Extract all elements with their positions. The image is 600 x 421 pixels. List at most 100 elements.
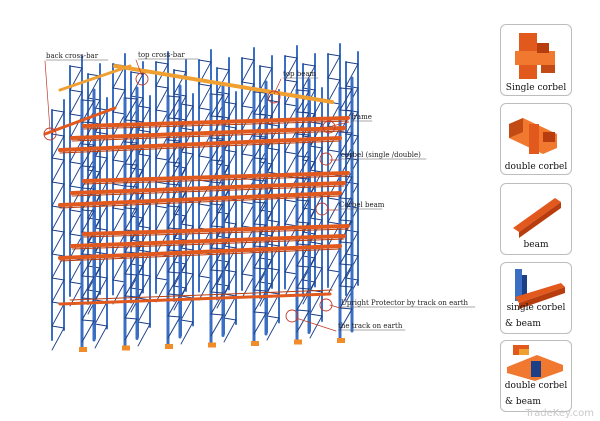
bracing — [167, 117, 181, 120]
bracing — [198, 59, 212, 63]
bracing — [167, 206, 181, 229]
bracing — [241, 81, 255, 85]
bracing — [167, 227, 181, 230]
bracing — [155, 109, 169, 113]
bracing — [112, 159, 126, 163]
bracing — [124, 273, 138, 276]
bracing — [253, 113, 267, 116]
bracing — [339, 242, 353, 265]
bracing — [296, 309, 310, 312]
bracing — [241, 153, 255, 157]
bracing — [296, 199, 310, 202]
bracing — [137, 299, 151, 323]
bracing — [223, 271, 237, 295]
bracing — [223, 221, 237, 225]
single-corbel-icon — [515, 33, 555, 79]
bracing — [284, 201, 298, 225]
bracing — [223, 101, 237, 105]
bracing — [266, 123, 280, 127]
bracing — [51, 303, 65, 327]
bracing — [137, 203, 151, 227]
bracing — [241, 273, 255, 277]
bracing — [259, 67, 273, 91]
bracing — [284, 273, 298, 297]
bracing — [94, 251, 108, 255]
bracing — [124, 230, 138, 253]
bracing — [94, 107, 108, 111]
bracing — [266, 219, 280, 223]
bracing — [266, 149, 280, 173]
bracing — [51, 135, 65, 159]
bracing — [266, 267, 280, 271]
leader-top-cross-bar-ring — [135, 72, 149, 86]
bracing — [296, 177, 310, 180]
bracing — [198, 205, 212, 229]
label-track-on-earth: the track on earth — [338, 322, 403, 330]
bracing — [223, 317, 237, 321]
bracing — [266, 147, 280, 151]
bracing — [69, 209, 83, 213]
bracing — [155, 181, 169, 185]
bracing — [302, 63, 316, 67]
bracing — [124, 98, 138, 121]
bracing — [167, 249, 181, 252]
bracing — [137, 155, 151, 179]
bracing — [94, 277, 108, 301]
bracing — [241, 201, 255, 205]
bracing — [94, 301, 108, 325]
bracing — [167, 293, 181, 296]
bracing — [51, 325, 65, 329]
back-cross-bar — [43, 106, 117, 136]
bracing — [112, 279, 126, 283]
bracing — [69, 185, 83, 189]
bracing — [124, 97, 138, 100]
bracing — [223, 149, 237, 153]
bracing — [51, 157, 65, 161]
bracing — [94, 155, 108, 159]
bracing — [112, 207, 126, 211]
base-plate — [79, 347, 87, 352]
bracing — [339, 88, 353, 111]
bracing — [137, 323, 151, 347]
bracing — [210, 314, 224, 337]
bracing — [266, 317, 280, 341]
bracing — [241, 275, 255, 299]
bracing — [223, 295, 237, 319]
bracing — [339, 109, 353, 112]
corbel-beam-edge — [71, 130, 345, 142]
bracing — [198, 85, 212, 109]
bracing — [51, 231, 65, 255]
bracing — [296, 310, 310, 333]
bracing — [94, 227, 108, 231]
bracing — [327, 271, 341, 295]
bracing — [130, 73, 144, 97]
bracing — [180, 271, 194, 275]
label-frame: frame — [351, 113, 372, 121]
bracing — [241, 107, 255, 131]
bracing — [296, 266, 310, 289]
bracing — [309, 267, 323, 291]
corbel-beam-edge — [83, 228, 349, 238]
bracing — [309, 147, 323, 171]
bracing — [253, 92, 267, 115]
bracing — [241, 57, 255, 61]
bracing — [124, 119, 138, 122]
bracing — [180, 223, 194, 227]
bracing — [309, 169, 323, 173]
bracing — [173, 69, 187, 73]
bracing — [339, 264, 353, 287]
double-corbel-icon — [509, 118, 557, 154]
bracing — [94, 157, 108, 181]
caption-double-corbel-beam-line2: & beam — [505, 397, 541, 407]
label-back-cross-bar: back cross-bar — [46, 52, 99, 60]
bracing — [339, 176, 353, 199]
bracing — [210, 291, 224, 294]
bracing — [137, 105, 151, 109]
bracing — [124, 318, 138, 341]
corbel-beam-edge — [59, 195, 341, 209]
bracing — [81, 276, 95, 299]
bracing — [253, 312, 267, 335]
bracing — [81, 187, 95, 190]
bracing — [339, 219, 353, 222]
